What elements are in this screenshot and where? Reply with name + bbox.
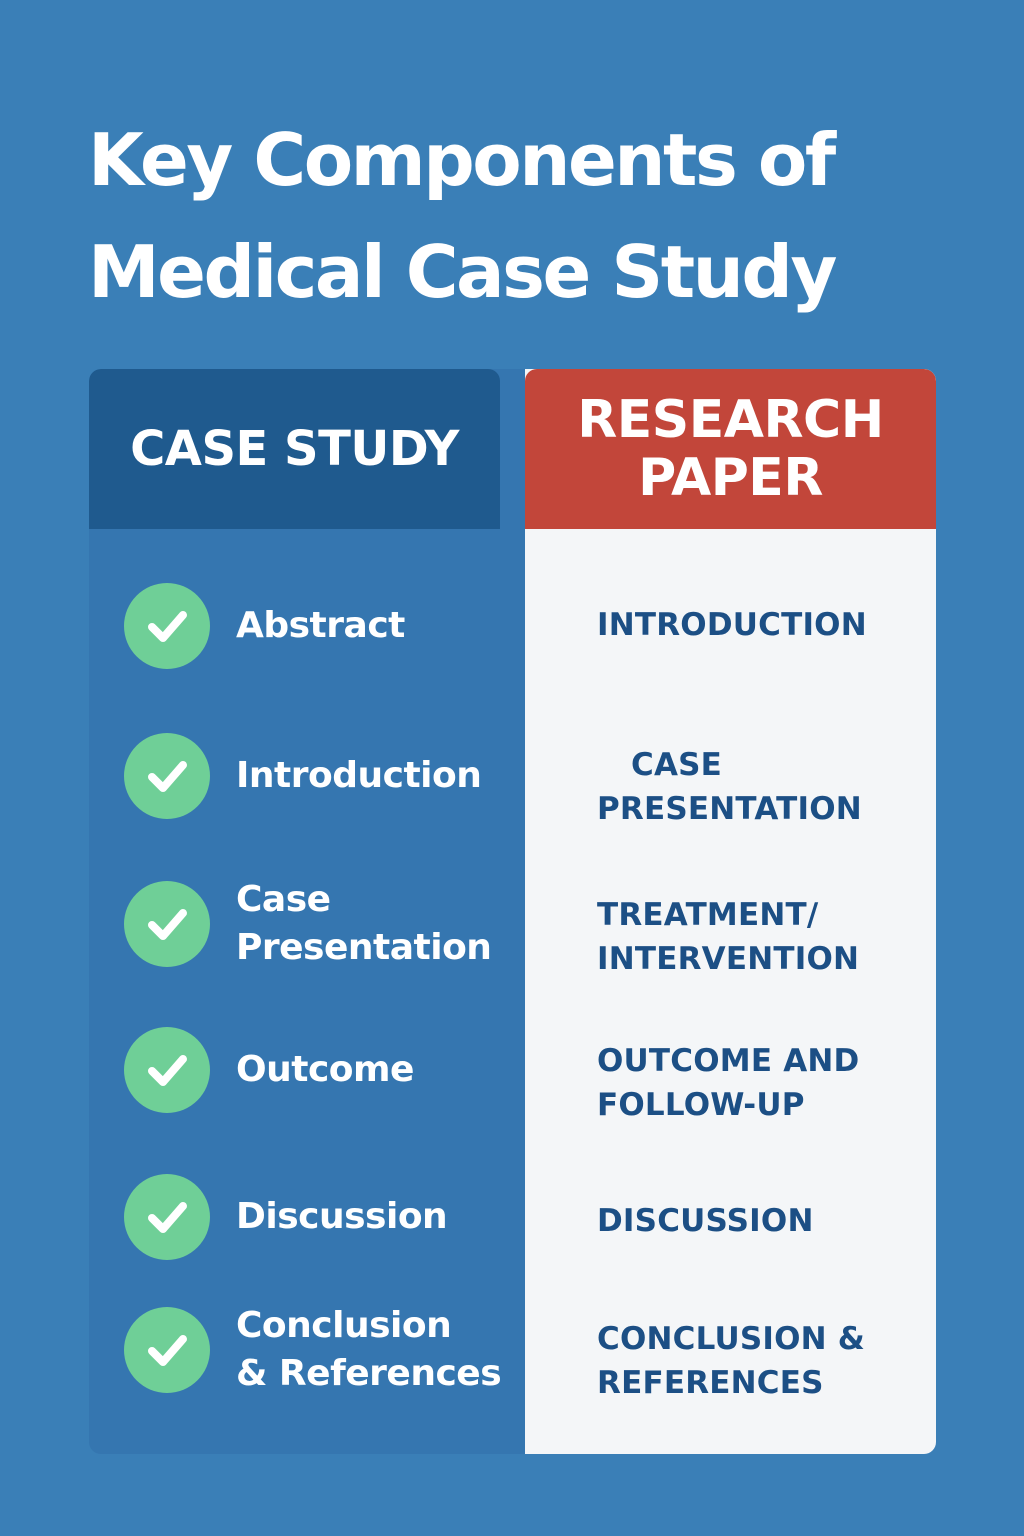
research-paper-item-line: INTRODUCTION [597, 607, 867, 643]
check-circle-icon [124, 733, 210, 819]
check-circle-icon [124, 583, 210, 669]
page-title-line-1: Key Components of [88, 118, 836, 202]
research-paper-item-line: OUTCOME AND [597, 1043, 860, 1079]
case-study-column: CASE STUDY Abstract Introduction Case Pr… [89, 369, 525, 1454]
check-circle-icon [124, 1307, 210, 1393]
check-circle-icon [124, 1027, 210, 1113]
research-paper-header-line-2: PAPER [638, 448, 823, 508]
case-study-item-label: Discussion [236, 1196, 448, 1237]
case-study-item-conclusion: Conclusion & References [124, 1305, 525, 1395]
case-study-header: CASE STUDY [89, 369, 500, 529]
research-paper-item-case-presentation: CASE PRESENTATION [597, 743, 927, 831]
case-study-item-abstract: Abstract [124, 581, 525, 671]
case-study-item-introduction: Introduction [124, 731, 525, 821]
research-paper-item-treatment: TREATMENT/ INTERVENTION [597, 893, 927, 981]
research-paper-column: RESEARCH PAPER INTRODUCTION CASE PRESENT… [525, 369, 936, 1454]
case-study-header-label: CASE STUDY [130, 421, 459, 477]
research-paper-item-line: DISCUSSION [597, 1203, 814, 1239]
case-study-item-discussion: Discussion [124, 1172, 525, 1262]
research-paper-item-line: CONCLUSION & [597, 1321, 866, 1357]
page-title: Key Components of Medical Case Study [88, 104, 968, 328]
research-paper-item-line: CASE [631, 747, 723, 783]
case-study-item-label: Case Presentation [236, 879, 492, 968]
check-circle-icon [124, 881, 210, 967]
check-circle-icon [124, 1174, 210, 1260]
case-study-item-label: Outcome [236, 1049, 414, 1090]
research-paper-header-line-1: RESEARCH [577, 390, 884, 450]
research-paper-header: RESEARCH PAPER [525, 369, 936, 529]
research-paper-item-discussion: DISCUSSION [597, 1199, 927, 1243]
case-study-item-label: Conclusion & References [236, 1305, 502, 1394]
case-study-item-outcome: Outcome [124, 1025, 525, 1115]
research-paper-item-line: REFERENCES [597, 1365, 824, 1401]
case-study-item-label: Abstract [236, 605, 405, 646]
research-paper-header-label: RESEARCH PAPER [577, 391, 884, 507]
research-paper-item-line: FOLLOW-UP [597, 1087, 805, 1123]
research-paper-item-introduction: INTRODUCTION [597, 603, 927, 647]
research-paper-item-line: INTERVENTION [597, 941, 860, 977]
research-paper-item-conclusion: CONCLUSION & REFERENCES [597, 1317, 927, 1405]
case-study-item-label: Introduction [236, 755, 482, 796]
research-paper-item-line: PRESENTATION [597, 791, 862, 827]
research-paper-item-line: TREATMENT/ [597, 897, 819, 933]
research-paper-item-outcome: OUTCOME AND FOLLOW-UP [597, 1039, 927, 1127]
page-title-line-2: Medical Case Study [88, 230, 837, 314]
case-study-item-case-presentation: Case Presentation [124, 879, 525, 969]
